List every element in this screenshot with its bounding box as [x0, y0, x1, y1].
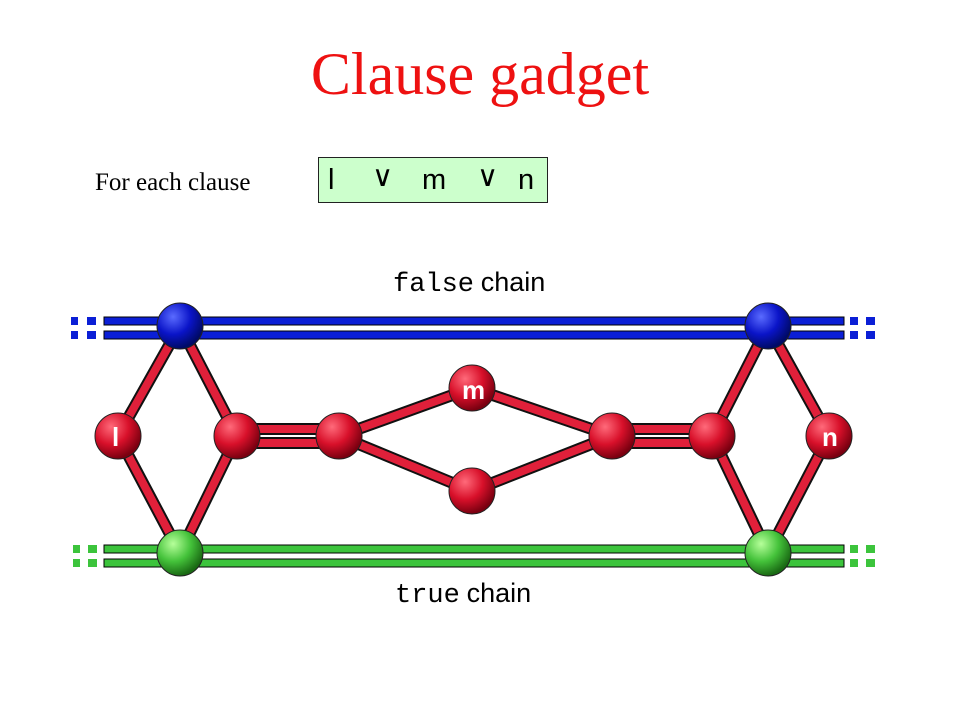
- node-label-n: n: [822, 422, 838, 452]
- literal-node-n: [805, 412, 853, 460]
- slide-title: Clause gadget: [310, 41, 650, 107]
- gadget-node-right-junction: [588, 412, 636, 460]
- gadget-node-left-inner: [213, 412, 261, 460]
- node-label-l: l: [112, 422, 119, 452]
- literal-m: m: [422, 164, 447, 196]
- false-keyword: false: [393, 270, 475, 300]
- literal-node-m: [448, 364, 496, 412]
- true-chain-node-right: [744, 529, 792, 577]
- gadget-node-left-junction: [315, 412, 363, 460]
- false-chain-node-right: [744, 302, 792, 350]
- true-chain-word: chain: [466, 578, 532, 608]
- literal-l: l: [328, 164, 335, 196]
- false-chain-word: chain: [480, 267, 546, 297]
- literal-node-l: [94, 412, 142, 460]
- gadget-node-bottom: [448, 467, 496, 515]
- true-chain: [73, 544, 875, 568]
- true-chain-label: true chain: [395, 577, 531, 612]
- true-keyword: true: [395, 581, 460, 611]
- literal-n: n: [518, 164, 535, 196]
- node-label-m: m: [462, 375, 485, 405]
- gadget-node-right-inner: [688, 412, 736, 460]
- false-chain-label: false chain: [393, 266, 545, 301]
- false-chain-node-left: [156, 302, 204, 350]
- false-chain: [71, 316, 875, 340]
- or-operator-2: ∨: [477, 161, 499, 193]
- true-chain-node-left: [156, 529, 204, 577]
- clause-formula-box: l ∨ m ∨ n: [318, 157, 548, 203]
- or-operator-1: ∨: [372, 161, 394, 193]
- clause-label: For each clause: [95, 169, 251, 196]
